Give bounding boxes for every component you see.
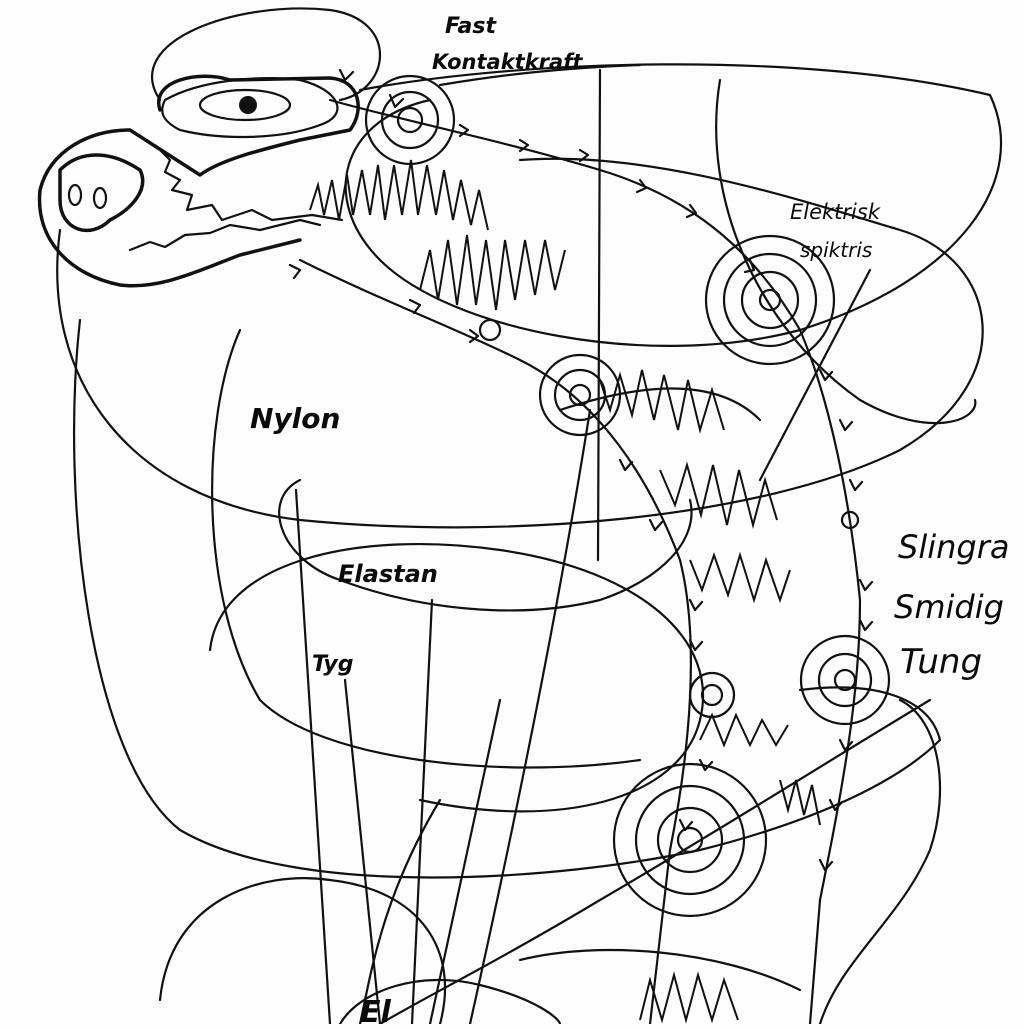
label-fast: Fast (445, 14, 496, 39)
crocodile-head (37, 74, 360, 288)
label-el: El (360, 995, 391, 1030)
label-smidig: Smidig (894, 588, 1004, 626)
eye-pupil (239, 96, 257, 114)
label-spiktris: spiktris (800, 238, 873, 262)
crocodile-body (288, 68, 891, 1024)
spiral-marks (364, 74, 891, 918)
label-tyg: Tyg (312, 652, 354, 677)
leader-lines (294, 63, 932, 1024)
label-tung: Tung (900, 642, 983, 682)
eye-outline (198, 88, 292, 122)
label-elektrisk: Elektrisk (790, 200, 880, 224)
arrow-marks (288, 68, 874, 872)
label-slingra: Slingra (898, 528, 1010, 566)
contour-loops (56, 7, 1003, 1024)
label-kontaktkraft: Kontaktkraft (432, 50, 583, 74)
label-elastan: Elastan (338, 560, 438, 588)
label-nylon: Nylon (250, 402, 341, 435)
scribble-hatching (309, 159, 821, 1024)
